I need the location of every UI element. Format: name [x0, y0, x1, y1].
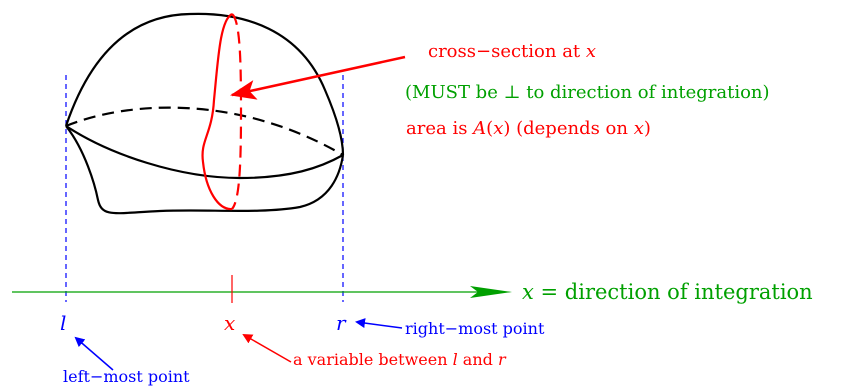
cross-section-back [231, 13, 243, 210]
axis-label: x = direction of integration [522, 280, 813, 304]
callout-arrow [230, 55, 406, 100]
callout-line1: cross−section at x [428, 41, 596, 62]
between-arrow [242, 334, 292, 363]
x-axis-arrowhead [470, 286, 512, 298]
right-mark-r: r [336, 311, 347, 335]
solid-bottom-curve [65, 125, 345, 215]
right-most-label: right−most point [405, 319, 545, 338]
right-most-arrow [355, 318, 403, 329]
solid-hidden-back [65, 106, 344, 156]
solid-front-curve [65, 125, 344, 180]
left-most-label: left−most point [63, 367, 190, 386]
solid-outline-top [64, 12, 345, 156]
left-most-arrow [74, 336, 114, 371]
left-mark-l: l [60, 311, 66, 335]
x-mark: x [224, 311, 235, 335]
callout-line3: area is A(x) (depends on x) [406, 118, 651, 139]
callout-line2: (MUST be ⊥ to direction of integration) [405, 82, 770, 103]
between-label: a variable between l and r [293, 350, 507, 369]
cross-section-front [201, 13, 233, 211]
